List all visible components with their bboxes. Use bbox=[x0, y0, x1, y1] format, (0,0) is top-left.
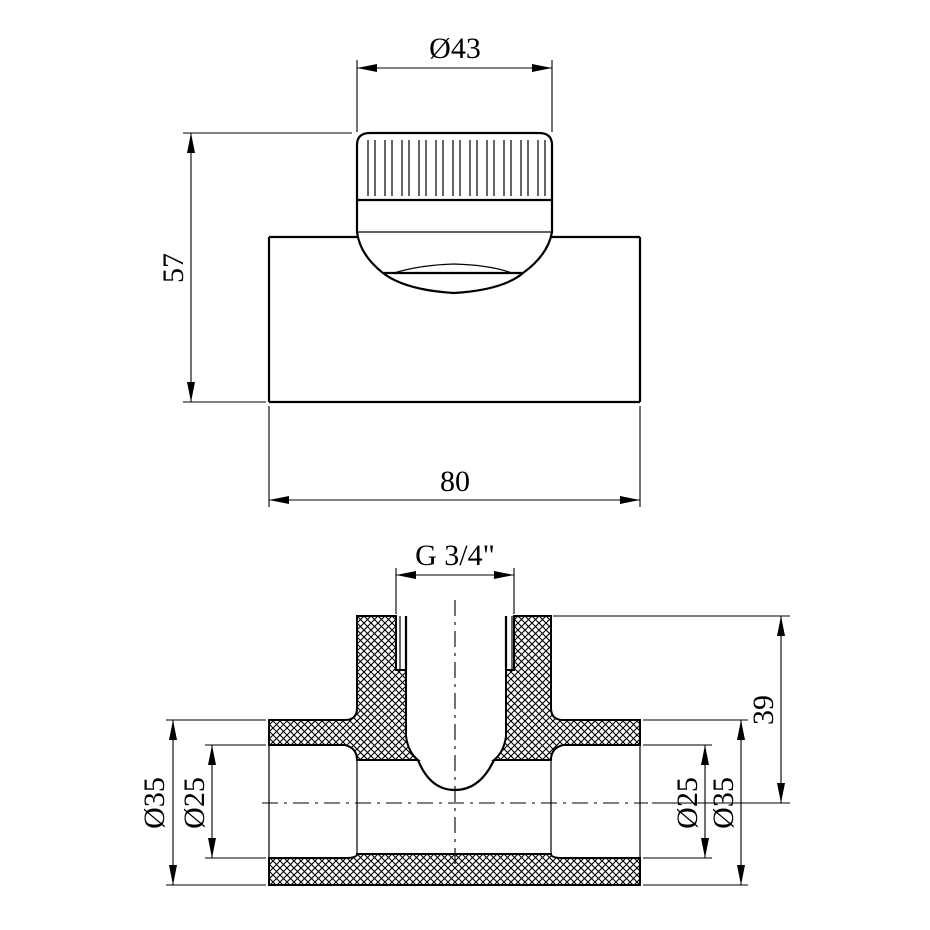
section-hatching bbox=[268, 615, 641, 886]
dim-left-outer-diameter-label: Ø35 bbox=[138, 777, 171, 829]
center-lines bbox=[262, 600, 648, 868]
dim-right-outer-diameter-label: Ø35 bbox=[707, 777, 740, 829]
union-nut bbox=[355, 131, 554, 202]
dim-right-inner-diameter-label: Ø25 bbox=[671, 777, 704, 829]
dim-branch-height: 39 bbox=[553, 615, 790, 804]
dim-height: 57 bbox=[157, 132, 352, 403]
dim-length-label: 80 bbox=[440, 465, 470, 498]
dim-height-label: 57 bbox=[157, 253, 190, 283]
dim-left-inner-diameter-label: Ø25 bbox=[178, 777, 211, 829]
top-view: Ø43 57 80 bbox=[157, 32, 642, 507]
dim-right-inner-diameter: Ø25 bbox=[643, 744, 712, 859]
dim-branch-height-label: 39 bbox=[747, 695, 780, 725]
branch-dome bbox=[355, 200, 554, 295]
dim-left-inner-diameter: Ø25 bbox=[178, 744, 266, 859]
dim-left-outer-diameter: Ø35 bbox=[138, 719, 266, 886]
dim-right-outer-diameter: Ø35 bbox=[643, 719, 748, 886]
dim-thread-label: G 3/4" bbox=[415, 539, 495, 572]
thread-insert bbox=[399, 616, 513, 670]
dim-nut-diameter: Ø43 bbox=[356, 32, 553, 132]
dim-nut-diameter-label: Ø43 bbox=[429, 32, 481, 65]
dim-thread: G 3/4" bbox=[395, 539, 515, 614]
nut-knurling bbox=[367, 140, 546, 196]
section-view: G 3/4" 39 Ø35 Ø25 bbox=[138, 539, 790, 886]
tee-body-outline bbox=[267, 235, 642, 404]
dim-length: 80 bbox=[268, 406, 641, 507]
